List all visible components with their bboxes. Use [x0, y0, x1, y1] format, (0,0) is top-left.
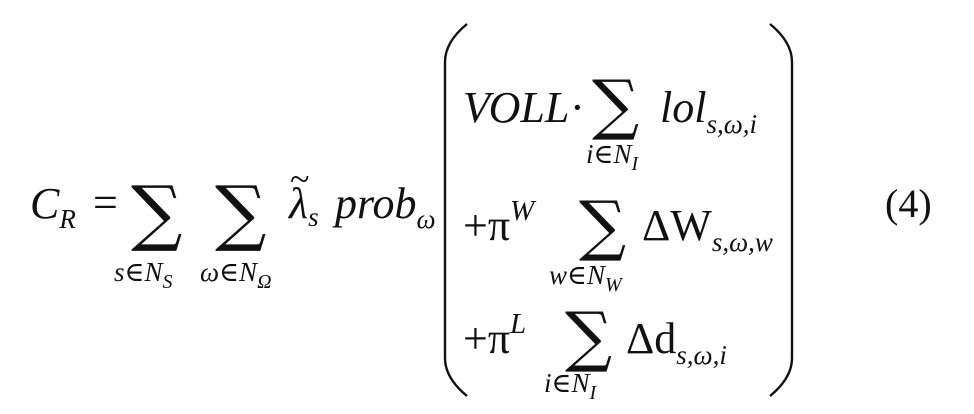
row-1-sum-glyph: ∑ [592, 66, 640, 143]
outer-sum-1-limit: s∈NS [114, 257, 173, 293]
lol-text: lol [660, 83, 707, 132]
pi-w-text: +π [463, 201, 511, 250]
row-1-sum-limit: i∈NI [586, 139, 638, 175]
outer-sum-1-glyph: ∑ [131, 170, 183, 254]
outer-sum-1-limit-sub: S [162, 271, 173, 293]
lol-subscript: s,ω,i [706, 109, 758, 139]
row-3-sum-glyph: ∑ [565, 298, 613, 375]
lhs-symbol: CR [30, 179, 76, 233]
row-2-sum-limit-text: w∈N [549, 260, 606, 290]
delta-d-subscript: s,ω,i [676, 340, 727, 370]
row-3-sum-limit: i∈NI [544, 368, 596, 404]
lhs-letter: C [30, 179, 60, 228]
lambda-subscript: s [308, 202, 319, 232]
prob: probω [335, 179, 436, 233]
pi-w-superscript: W [510, 195, 535, 227]
row-3-sum-limit-sub: I [589, 382, 597, 404]
equation-number: (4) [885, 181, 932, 226]
pi-l-text: +π [463, 314, 511, 363]
outer-sum-2-limit: ω∈NΩ [200, 257, 272, 293]
row-1-sum-limit-text: i∈N [586, 139, 632, 169]
delta-w-subscript: s,ω,w [711, 227, 773, 257]
pi-l-superscript: L [510, 308, 527, 340]
row-2-sum-limit: w∈NW [549, 260, 622, 296]
equals-sign: = [93, 178, 118, 227]
row-3-term: Δds,ω,i [626, 313, 727, 370]
outer-sum-2-glyph: ∑ [215, 170, 267, 254]
lambda-tilde: ~ [290, 159, 310, 199]
row-1-term: lols,ω,i [660, 82, 757, 139]
prob-subscript: ω [416, 204, 436, 234]
left-big-paren [443, 23, 468, 397]
row-2-coef: +πW [463, 195, 534, 251]
outer-sum-1-limit-text: s∈N [114, 257, 163, 287]
row-1-dot: · [570, 83, 585, 132]
voll-text: VOLL [463, 83, 570, 132]
outer-sum-2-limit-sub: Ω [257, 271, 272, 293]
delta-w-text: ΔW [642, 201, 712, 250]
row-1-coef: VOLL [463, 82, 569, 133]
row-3-sum-limit-text: i∈N [544, 368, 590, 398]
lambda: λs [289, 179, 319, 231]
lhs-subscript: R [59, 204, 76, 234]
prob-text: prob [335, 179, 417, 228]
row-3-coef: +πL [463, 308, 526, 364]
row-2-term: ΔWs,ω,w [642, 200, 773, 257]
delta-d-text: Δd [626, 314, 677, 363]
right-big-paren [769, 23, 794, 397]
row-2-sum-limit-sub: W [605, 274, 622, 296]
outer-sum-2-limit-text: ω∈N [200, 257, 258, 287]
row-2-sum-glyph: ∑ [579, 187, 627, 264]
row-1-sum-limit-sub: I [631, 153, 639, 175]
lambda-symbol: λ [289, 179, 309, 228]
